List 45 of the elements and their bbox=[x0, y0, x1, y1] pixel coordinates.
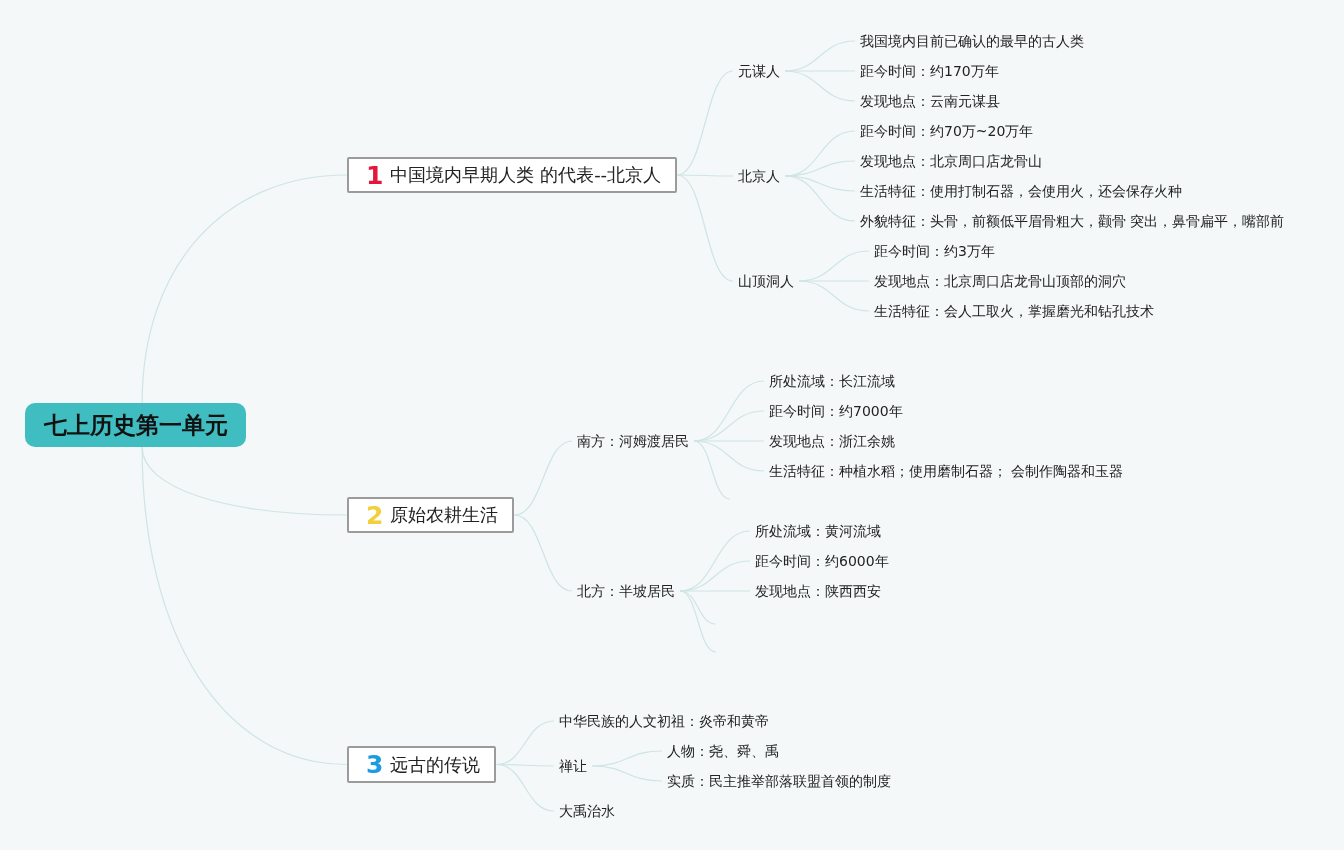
subtopic-label: 元谋人 bbox=[733, 61, 785, 81]
connector-line bbox=[798, 280, 870, 312]
priority-number: 1 bbox=[366, 162, 384, 188]
subtopic-label: 北京人 bbox=[733, 166, 785, 186]
subtopic-label: 生活特征：会人工取火，掌握磨光和钻孔技术 bbox=[869, 301, 1159, 321]
connector-line bbox=[513, 514, 573, 592]
priority-number: 2 bbox=[366, 502, 384, 528]
topic-box bbox=[347, 157, 678, 193]
topic-label: 远古的传说 bbox=[390, 752, 481, 777]
connector-line bbox=[676, 174, 734, 282]
subtopic-label: 生活特征：种植水稻；使用磨制石器； 会制作陶器和玉器 bbox=[764, 461, 1129, 481]
subtopic-label: 所处流域：黄河流域 bbox=[750, 521, 886, 541]
subtopic-label: 发现地点：云南元谋县 bbox=[855, 91, 1005, 111]
subtopic-label: 中华民族的人文初祖：炎帝和黄帝 bbox=[554, 711, 774, 731]
connector-line bbox=[141, 446, 348, 766]
topic-label: 原始农耕生活 bbox=[390, 503, 499, 527]
subtopic-label: 发现地点：北京周口店龙骨山顶部的洞穴 bbox=[869, 271, 1131, 291]
subtopic-label: 外貌特征：头骨，前额低平眉骨粗大，颧骨 突出，鼻骨扁平，嘴部前 bbox=[855, 211, 1290, 231]
subtopic-label: 发现地点：陕西西安 bbox=[750, 581, 886, 601]
topic-box bbox=[347, 497, 515, 533]
topic-box bbox=[347, 746, 497, 783]
priority-number: 3 bbox=[366, 752, 384, 777]
subtopic-label: 距今时间：约6000年 bbox=[750, 551, 894, 571]
subtopic-label: 距今时间：约3万年 bbox=[869, 241, 1000, 261]
subtopic-label: 人物：尧、舜、禹 bbox=[662, 741, 784, 761]
connector-line bbox=[513, 440, 573, 516]
connector-line bbox=[141, 174, 348, 404]
subtopic-label: 实质：民主推举部落联盟首领的制度 bbox=[662, 771, 896, 791]
subtopic-label: 发现地点：浙江余姚 bbox=[764, 431, 900, 451]
connector-line bbox=[784, 70, 856, 102]
subtopic-label: 南方：河姆渡居民 bbox=[572, 431, 694, 451]
subtopic-label: 我国境内目前已确认的最早的古人类 bbox=[855, 31, 1089, 51]
subtopic-label: 生活特征：使用打制石器，会使用火，还会保存火种 bbox=[855, 181, 1187, 201]
subtopic-label: 大禹治水 bbox=[554, 801, 620, 821]
subtopic-label: 所处流域：长江流域 bbox=[764, 371, 900, 391]
central-topic: 七上历史第一单元 bbox=[25, 403, 246, 447]
topic-label: 中国境内早期人类 的代表--北京人 bbox=[390, 163, 662, 187]
subtopic-label: 禅让 bbox=[554, 756, 592, 776]
subtopic-label: 距今时间：约70万~20万年 bbox=[855, 121, 1039, 141]
subtopic-label: 距今时间：约7000年 bbox=[764, 401, 908, 421]
connector-line bbox=[591, 765, 663, 782]
subtopic-label: 山顶洞人 bbox=[733, 271, 799, 291]
subtopic-label: 距今时间：约170万年 bbox=[855, 61, 1004, 81]
subtopic-label: 北方：半坡居民 bbox=[572, 581, 680, 601]
subtopic-label: 发现地点：北京周口店龙骨山 bbox=[855, 151, 1047, 171]
